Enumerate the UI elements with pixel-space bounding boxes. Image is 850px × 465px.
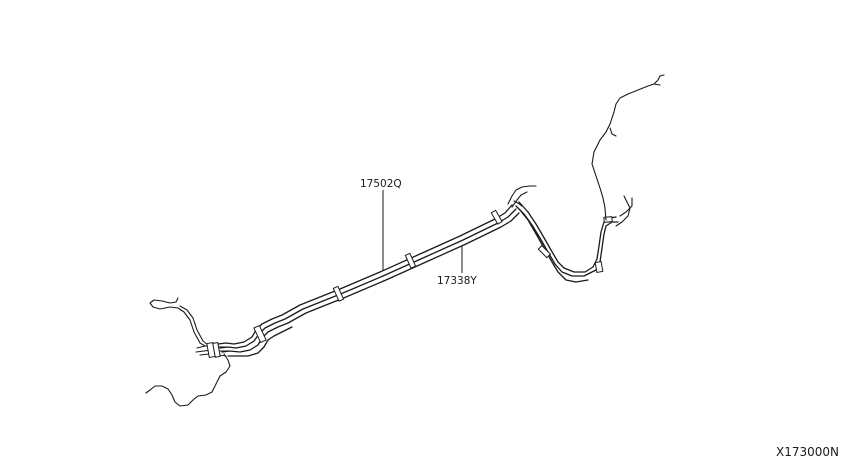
- part-number-17338y: 17338Y: [437, 275, 477, 287]
- middle-junction: [507, 185, 537, 208]
- left-upper-tube-end: [149, 297, 209, 347]
- left-connector-cluster: [195, 342, 229, 358]
- right-tube-section: [515, 201, 619, 283]
- part-number-17502q: 17502Q: [360, 178, 402, 190]
- right-upper-tube-end: [591, 74, 665, 227]
- main-tube-assembly: [217, 204, 520, 357]
- diagram-code: X173000N: [776, 445, 839, 459]
- left-lower-tube-end: [145, 353, 231, 407]
